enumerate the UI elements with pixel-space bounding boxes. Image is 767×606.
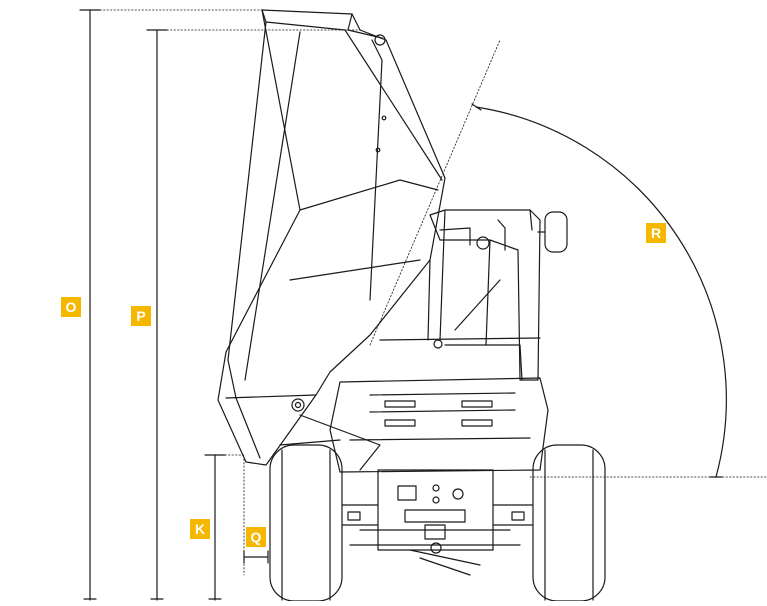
dimension-O	[79, 9, 263, 601]
label-p: P	[131, 306, 151, 326]
tipped-skip	[217, 9, 446, 466]
dimension-R	[369, 39, 767, 478]
label-q: Q	[246, 527, 266, 547]
label-k: K	[190, 519, 210, 539]
label-o: O	[61, 297, 81, 317]
dimension-Q	[243, 458, 269, 576]
right-wheel	[532, 444, 606, 602]
label-r: R	[646, 223, 666, 243]
cab	[379, 209, 568, 381]
dimension-P	[146, 29, 363, 601]
rear-panel	[349, 469, 521, 576]
rear-body	[279, 377, 549, 473]
dimension-K	[204, 454, 245, 601]
axle	[341, 504, 534, 526]
left-wheel	[269, 444, 343, 602]
